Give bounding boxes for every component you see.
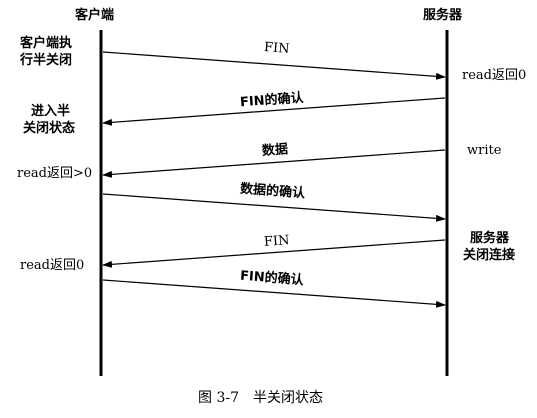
- figure-caption: 图 3-7 半关闭状态: [198, 390, 323, 406]
- client-note-half-close-line2: 行半关闭: [20, 53, 73, 68]
- client-note-half-close-state: 进入半 关闭状态: [23, 103, 75, 137]
- client-note-read-zero: read返回0: [20, 258, 85, 273]
- client-note-state-line1: 进入半: [31, 104, 71, 119]
- client-note-state-line2: 关闭状态: [23, 121, 76, 136]
- arrow-fin-ack-server-to-client: [102, 97, 446, 126]
- arrow-fin-ack-client-to-server: [102, 279, 446, 308]
- server-note-close-connection: 服务器 关闭连接: [463, 230, 515, 264]
- message-label-fin-2: FIN: [263, 233, 291, 250]
- arrow-data-server-to-client: [102, 149, 446, 178]
- client-note-half-close-line1: 客户端执: [20, 36, 73, 51]
- server-note-close-line1: 服务器: [470, 231, 510, 246]
- client-note-read-positive: read返回>0: [17, 166, 93, 181]
- message-label-data: 数据: [261, 142, 289, 159]
- server-note-read-zero: read返回0: [462, 68, 527, 83]
- arrow-fin-client-to-server: [102, 51, 446, 80]
- client-header: 客户端: [75, 8, 115, 23]
- message-arrows: [102, 51, 446, 308]
- server-header: 服务器: [423, 8, 463, 23]
- client-note-half-close: 客户端执 行半关闭: [20, 35, 72, 69]
- server-note-close-line2: 关闭连接: [463, 248, 516, 263]
- message-label-fin: FIN: [263, 40, 291, 57]
- arrow-data-ack-client-to-server: [102, 193, 446, 222]
- arrow-fin-server-to-client: [102, 239, 446, 268]
- server-note-write: write: [467, 143, 502, 158]
